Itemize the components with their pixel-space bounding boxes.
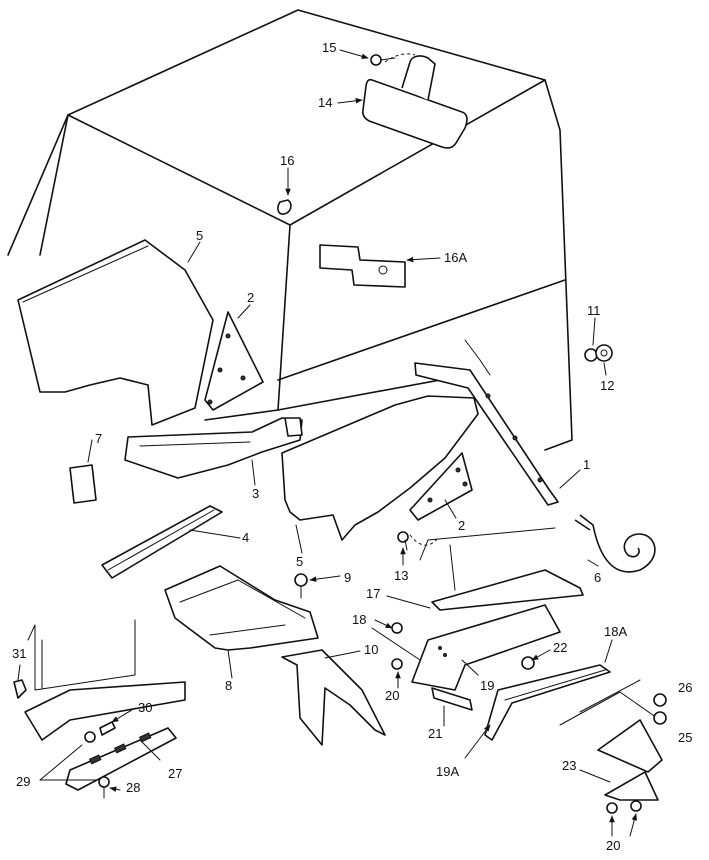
label-20-mid: 20 (385, 688, 399, 703)
label-22: 22 (553, 640, 567, 655)
label-19: 19 (480, 678, 494, 693)
screws-20-bottom (606, 800, 642, 814)
label-8: 8 (225, 678, 232, 693)
label-3: 3 (252, 486, 259, 501)
sill-18 (411, 604, 561, 691)
step-27 (65, 727, 177, 791)
label-5-lower: 5 (296, 554, 303, 569)
label-15: 15 (322, 40, 336, 55)
label-28: 28 (126, 780, 140, 795)
cab-corner-right (559, 679, 663, 773)
washer-26 (653, 693, 667, 707)
washer-22 (521, 656, 535, 670)
screw-20-mid (391, 658, 403, 670)
seal-6 (574, 514, 656, 573)
cab-corner-left (13, 619, 186, 741)
bolt-30 (99, 721, 116, 736)
label-20-bottom: 20 (606, 838, 620, 853)
pad-7 (69, 464, 97, 504)
label-11: 11 (587, 303, 601, 318)
cab-body (7, 9, 573, 451)
label-14: 14 (318, 95, 332, 110)
leaders (17, 49, 638, 837)
label-17: 17 (366, 586, 380, 601)
label-21: 21 (428, 726, 442, 741)
post-1 (414, 362, 559, 506)
channel-3 (124, 417, 303, 479)
label-16a: 16A (444, 250, 467, 265)
washer-28 (98, 776, 110, 799)
label-19a: 19A (436, 764, 459, 779)
gusset-2-right (409, 452, 473, 521)
sill-18a (484, 664, 611, 741)
label-18a: 18A (604, 624, 627, 639)
wedge-23 (604, 771, 659, 801)
label-30: 30 (138, 700, 152, 715)
washer-11 (584, 348, 598, 362)
plate-21 (431, 687, 473, 711)
label-12: 12 (600, 378, 614, 393)
screw-13 (397, 531, 439, 551)
panel-5-left (17, 239, 214, 426)
nut-12 (595, 344, 613, 362)
label-27: 27 (168, 766, 182, 781)
label-18: 18 (352, 612, 366, 627)
label-2-right: 2 (458, 518, 465, 533)
mirror (362, 53, 468, 149)
washer-25 (653, 711, 667, 725)
bracket-16a (319, 244, 406, 288)
label-2-left: 2 (247, 290, 254, 305)
clip (277, 199, 292, 215)
label-9: 9 (344, 570, 351, 585)
strip-4 (101, 505, 223, 579)
bracket-10 (281, 649, 386, 746)
panel-5-right (281, 395, 479, 541)
bolt-9 (294, 573, 308, 599)
label-23: 23 (562, 758, 576, 773)
label-1: 1 (583, 457, 590, 472)
label-26: 26 (678, 680, 692, 695)
label-4: 4 (242, 530, 249, 545)
label-13: 13 (394, 568, 408, 583)
label-10: 10 (364, 642, 378, 657)
label-25: 25 (678, 730, 692, 745)
gusset-2-left (204, 311, 264, 411)
label-31: 31 (12, 646, 26, 661)
label-29: 29 (16, 774, 30, 789)
label-5-upper: 5 (196, 228, 203, 243)
bracket-8 (164, 565, 319, 651)
washer-29 (84, 731, 96, 743)
plate-17 (419, 527, 584, 611)
screw-18 (391, 622, 403, 634)
callout-labels: 15 14 16 16A 5 2 11 12 1 7 3 4 5 2 13 9 … (12, 40, 692, 853)
label-7: 7 (95, 431, 102, 446)
label-16: 16 (280, 153, 294, 168)
label-6: 6 (594, 570, 601, 585)
